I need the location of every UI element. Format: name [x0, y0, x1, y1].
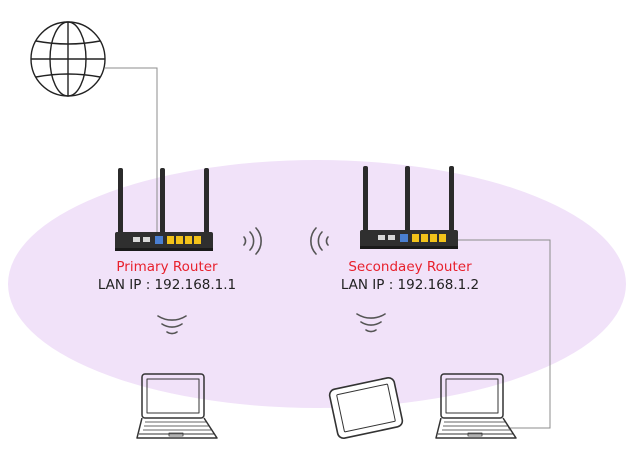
primary-router-name: Primary Router	[116, 259, 218, 275]
secondary-router-label: Secondaey Router LAN IP : 192.168.1.2	[332, 258, 488, 294]
tablet-icon	[328, 377, 404, 439]
primary-router-label: Primary Router LAN IP : 192.168.1.1	[95, 258, 239, 294]
primary-router-ip: LAN IP : 192.168.1.1	[97, 277, 237, 293]
secondary-router-ip: LAN IP : 192.168.1.2	[340, 277, 480, 293]
secondary-router-name: Secondaey Router	[348, 259, 472, 275]
ethernet-cable	[456, 239, 551, 429]
globe-icon	[30, 21, 106, 97]
internet-cable	[105, 67, 158, 238]
